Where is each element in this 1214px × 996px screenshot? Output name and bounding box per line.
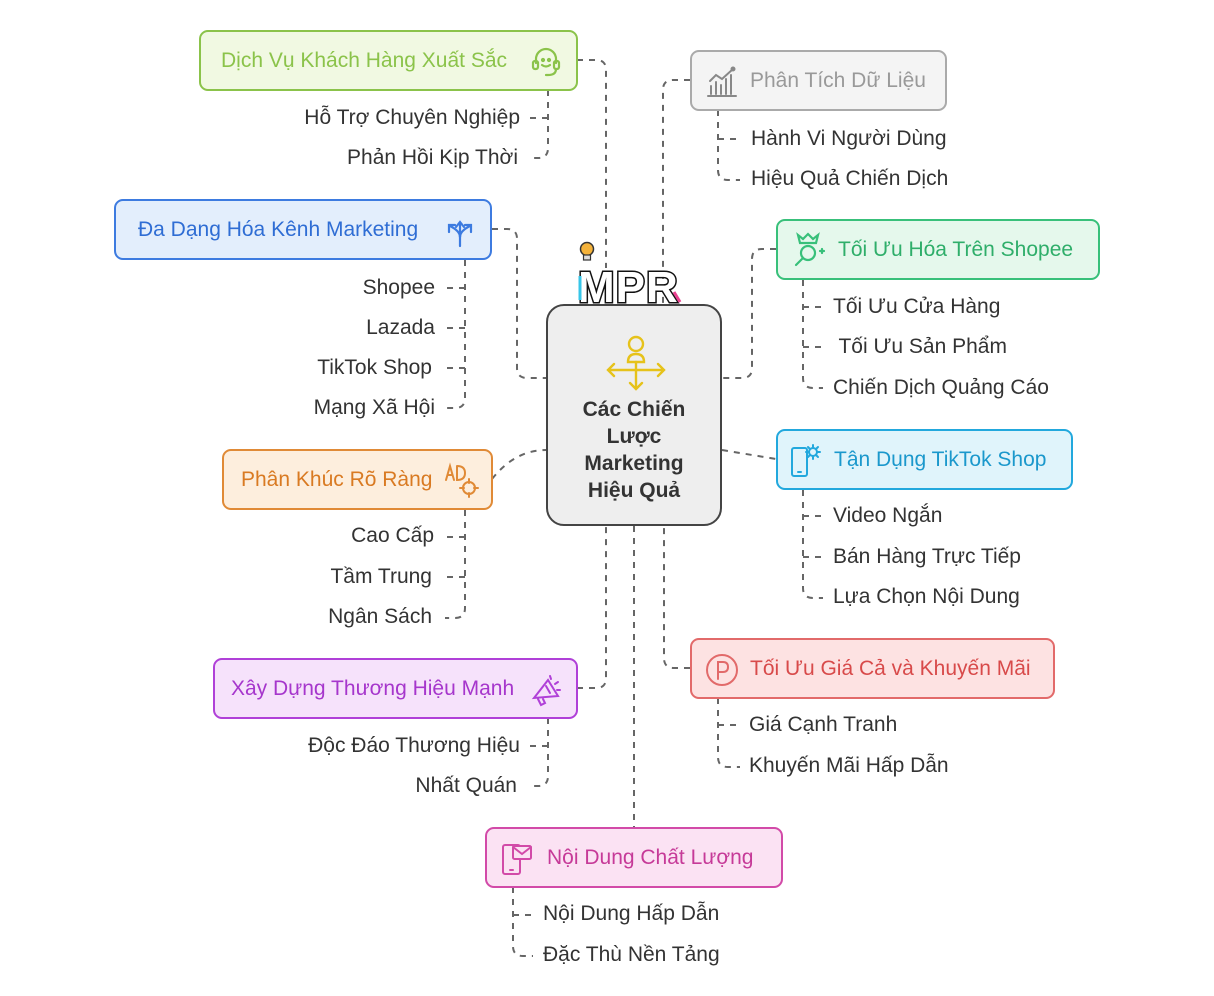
leaf-pricing-2: Khuyến Mãi Hấp Dẫn <box>749 754 949 777</box>
central-title-line: Các Chiến <box>582 398 686 421</box>
connector-channel <box>492 228 546 379</box>
leaf-segment-1: Cao Cấp <box>351 524 434 547</box>
leaf-channel-1: Shopee <box>362 276 435 299</box>
leaf-data-1: Hành Vi Người Dùng <box>751 127 947 150</box>
leaf-tiktok-1: Video Ngắn <box>833 504 943 527</box>
connector-tiktok <box>721 449 777 460</box>
branch-label: Nội Dung Chất Lượng <box>547 845 754 869</box>
central-title-line: Lược <box>606 425 662 448</box>
branch-pricing: Tối Ưu Giá Cả và Khuyến Mãi <box>690 638 1055 699</box>
ad-target-icon <box>445 462 479 498</box>
connector-brand <box>577 526 607 689</box>
mobile-gear-icon <box>791 444 821 477</box>
leaf-segment-3: Ngân Sách <box>328 605 432 628</box>
leaf-content-1: Nội Dung Hấp Dẫn <box>543 902 720 925</box>
lightbulb-icon <box>579 241 595 261</box>
headset-icon <box>531 47 561 77</box>
branch-label: Dịch Vụ Khách Hàng Xuất Sắc <box>221 48 508 72</box>
connector-segmentation <box>491 449 547 480</box>
leaf-channel-3: TikTok Shop <box>317 356 432 379</box>
connector-leaves-pricing <box>717 698 740 768</box>
crown-search-icon <box>794 232 826 267</box>
connector-leaves-channel <box>445 260 466 409</box>
connector-data-analysis <box>662 79 690 305</box>
leaf-tiktok-3: Lựa Chọn Nội Dung <box>833 585 1020 608</box>
central-title-line: Marketing <box>584 452 684 475</box>
branch-content: Nội Dung Chất Lượng <box>485 827 783 888</box>
logo-text: MPR <box>578 263 679 312</box>
branch-customer-service: Dịch Vụ Khách Hàng Xuất Sắc <box>199 30 578 91</box>
central-title-line: Hiệu Quả <box>587 479 681 502</box>
person-arrows-icon <box>606 335 666 391</box>
branch-label: Xây Dựng Thương Hiệu Mạnh <box>231 676 515 700</box>
central-title: Các Chiến Lược Marketing Hiệu Quả <box>548 396 720 504</box>
branch-data-analysis: Phân Tích Dữ Liệu <box>690 50 947 111</box>
split-arrows-icon <box>447 220 473 248</box>
mpr-logo: MPR <box>577 241 682 314</box>
leaf-pricing-1: Giá Cạnh Tranh <box>749 713 898 736</box>
leaf-brand-2: Nhất Quán <box>415 774 517 797</box>
leaf-shopee-1: Tối Ưu Cửa Hàng <box>833 295 1001 318</box>
connector-leaves-content <box>512 887 533 957</box>
branch-segmentation: Phân Khúc Rõ Ràng <box>222 449 493 510</box>
branch-shopee-optimization: Tối Ưu Hóa Trên Shopee <box>776 219 1100 280</box>
leaf-customer-2: Phản Hồi Kịp Thời <box>347 146 518 169</box>
branch-label: Phân Khúc Rõ Ràng <box>241 467 433 491</box>
leaf-brand-1: Độc Đáo Thương Hiệu <box>308 734 520 757</box>
leaf-data-2: Hiệu Quả Chiến Dịch <box>751 167 949 190</box>
connector-shopee <box>722 248 776 379</box>
central-topic: Các Chiến Lược Marketing Hiệu Quả <box>546 304 722 526</box>
leaf-shopee-3: Chiến Dịch Quảng Cáo <box>833 376 1049 399</box>
leaf-channel-2: Lazada <box>366 316 435 339</box>
connector-leaves-segment <box>445 510 466 619</box>
leaf-customer-1: Hỗ Trợ Chuyên Nghiệp <box>304 106 520 129</box>
branch-label: Tối Ưu Giá Cả và Khuyến Mãi <box>750 656 1031 680</box>
branch-brand: Xây Dựng Thương Hiệu Mạnh <box>213 658 578 719</box>
connector-leaves-tiktok <box>802 490 823 599</box>
branch-label: Tối Ưu Hóa Trên Shopee <box>838 237 1074 261</box>
connector-leaves-brand <box>530 718 549 787</box>
branch-label: Đa Dạng Hóa Kênh Marketing <box>138 217 419 241</box>
branch-tiktok-shop: Tận Dụng TikTok Shop <box>776 429 1073 490</box>
mobile-mail-icon <box>502 844 532 875</box>
connector-leaves-shopee <box>802 280 823 389</box>
leaf-segment-2: Tầm Trung <box>330 565 432 588</box>
connector-leaves-customer <box>530 90 549 159</box>
price-tag-icon <box>706 654 738 686</box>
megaphone-icon <box>531 675 561 707</box>
branch-channel-diversification: Đa Dạng Hóa Kênh Marketing <box>114 199 492 260</box>
leaf-channel-4: Mạng Xã Hội <box>313 396 435 419</box>
analytics-chart-icon <box>707 66 737 97</box>
leaf-shopee-2: Tối Ưu Sản Phẩm <box>833 335 1007 358</box>
connector-pricing <box>663 526 690 669</box>
leaf-tiktok-2: Bán Hàng Trực Tiếp <box>833 545 1021 568</box>
branch-label: Phân Tích Dữ Liệu <box>750 68 926 92</box>
connector-leaves-data <box>717 110 740 181</box>
leaf-content-2: Đặc Thù Nền Tảng <box>543 943 720 966</box>
connector-customer-service <box>577 59 607 268</box>
branch-label: Tận Dụng TikTok Shop <box>834 447 1047 471</box>
